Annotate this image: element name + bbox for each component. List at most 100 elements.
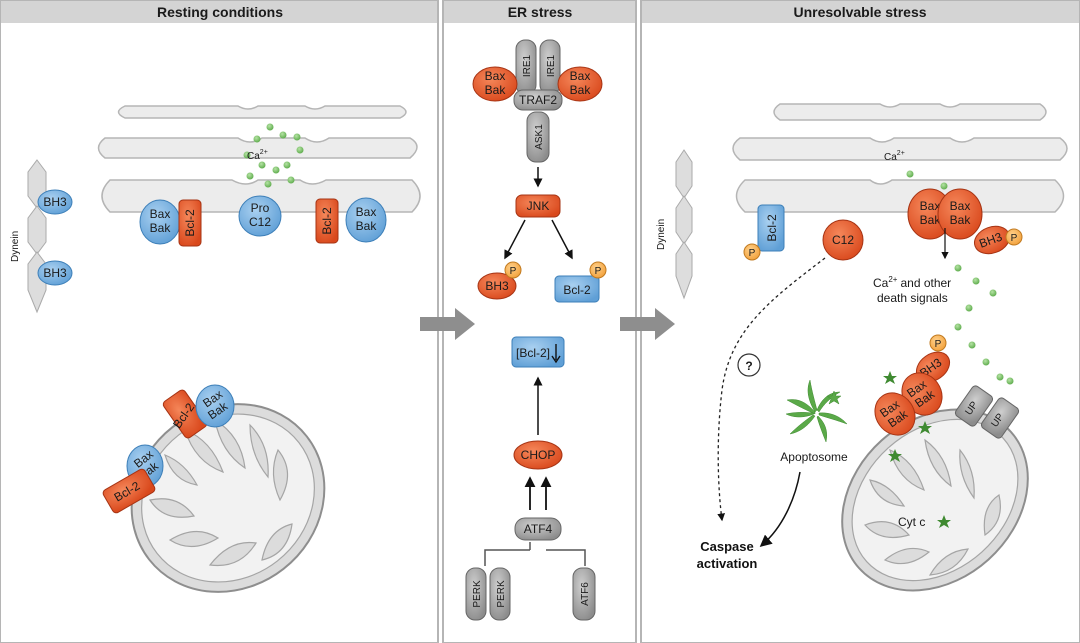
er-membrane-right (732, 103, 1068, 213)
perk-receptor (489, 567, 511, 621)
bcl2-label: Bcl-2 (183, 209, 197, 237)
watermark-text: 知乎 @全式金生物 (790, 593, 973, 618)
perk-label: PERK (472, 580, 483, 608)
phosphate-marker (589, 261, 607, 279)
pro-label: Pro (251, 201, 270, 215)
atf4-label: ATF4 (524, 522, 553, 536)
bax-label: Bax (150, 207, 171, 221)
apoptosome-icon (785, 379, 848, 443)
arrow-apoptosome-caspase (759, 471, 801, 547)
phosphate-label: P (935, 339, 942, 350)
phosphate-marker (504, 261, 522, 279)
cytochrome-c-star-icon (883, 371, 951, 528)
bax-label: Bax (356, 205, 377, 219)
bh3-protein (37, 260, 73, 286)
c12-label: C12 (249, 215, 271, 229)
bh3-label: BH3 (485, 279, 509, 293)
perk-receptor (465, 567, 487, 621)
atf4-protein (514, 517, 562, 541)
calcium-signals-label: Ca2+and other (873, 275, 951, 290)
dynein-label-right: Dynein (656, 219, 667, 250)
phosphate-label: P (1011, 233, 1018, 244)
bcl2-level-label: [Bcl-2] (516, 346, 550, 360)
calcium-label-left: Ca2+ (247, 149, 268, 162)
bak-label: Bak (485, 83, 507, 97)
activation-label: activation (697, 556, 758, 571)
bcl2-protein (315, 198, 339, 244)
chop-label: CHOP (521, 448, 556, 462)
arrow-jnk-bh3 (504, 219, 526, 260)
dynein-chain-left (27, 159, 47, 314)
phosphate-marker (1005, 228, 1023, 246)
phosphate-marker (743, 243, 761, 261)
caspase-label: Caspase (700, 539, 753, 554)
bak-label: Bak (570, 83, 592, 97)
calcium-label-right: Ca2+ (884, 150, 905, 163)
calcium-dot (906, 170, 914, 178)
traf2-protein (513, 89, 563, 111)
mitochondrion-left (130, 403, 326, 593)
bcl2-level-box (511, 336, 565, 368)
ask1-label: ASK1 (534, 124, 545, 150)
question-label: ? (745, 359, 752, 373)
transition-arrow-2 (620, 308, 675, 340)
atf6-receptor (572, 567, 596, 621)
transition-arrow-1 (420, 308, 475, 340)
bcl2-protein (757, 204, 785, 252)
bh3-protein (37, 189, 73, 215)
bax-label: Bax (570, 69, 591, 83)
bcl2-protein (102, 468, 156, 514)
cyt-c-label: Cyt c (898, 515, 925, 529)
perk-label: PERK (496, 580, 507, 608)
pro-caspase12 (238, 195, 282, 237)
ire1-label: IRE1 (546, 54, 557, 77)
ire1-label: IRE1 (522, 54, 533, 77)
decrease-arrow-icon (551, 344, 561, 364)
calcium-dot (940, 182, 948, 190)
ask1-protein (526, 111, 550, 163)
bax-label: Bax (950, 199, 971, 213)
panel-title-er-stress: ER stress (508, 4, 573, 20)
c12-label: C12 (832, 233, 854, 247)
jnk-kinase (515, 194, 561, 218)
chop-protein (513, 440, 563, 470)
bak-label: Bak (150, 221, 172, 235)
phosphate-label: P (595, 266, 602, 277)
bcl2-label: Bcl-2 (563, 283, 591, 297)
up-channel (980, 397, 1020, 439)
up-channel (954, 385, 994, 427)
bax-bak-complex (472, 66, 518, 102)
death-signals-label: death signals (877, 291, 948, 305)
bax-bak-complex (874, 392, 916, 436)
phosphate-marker (929, 334, 947, 352)
caspase12-active (822, 219, 864, 261)
bak-label: Bak (950, 213, 972, 227)
connector-upstream (484, 549, 586, 566)
dynein-label-left: Dynein (10, 231, 21, 262)
phosphate-label: P (749, 248, 756, 259)
bax-label: Bax (920, 199, 941, 213)
bax-label: Bax (485, 69, 506, 83)
jnk-label: JNK (527, 199, 550, 213)
apoptosome-label: Apoptosome (780, 450, 848, 464)
bh3-label: BH3 (43, 266, 67, 280)
bcl2-label: Bcl-2 (320, 207, 334, 235)
panel-title-resting: Resting conditions (157, 4, 283, 20)
bh3-label: BH3 (43, 195, 67, 209)
bax-bak-complex (557, 66, 603, 102)
traf2-label: TRAF2 (519, 93, 557, 107)
bcl2-protein (554, 275, 600, 303)
bak-label: Bak (920, 213, 942, 227)
atf6-label: ATF6 (580, 582, 591, 606)
panel-title-unresolvable: Unresolvable stress (793, 4, 926, 20)
bcl2-protein (178, 199, 202, 247)
bax-bak-complex (195, 384, 235, 428)
bh3-protein (477, 272, 517, 300)
bax-bak-complex (345, 197, 387, 243)
unknown-step-marker (737, 353, 761, 377)
dynein-chain-right (675, 149, 693, 300)
calcium-dots-left (243, 123, 304, 188)
bak-label: Bak (356, 219, 378, 233)
